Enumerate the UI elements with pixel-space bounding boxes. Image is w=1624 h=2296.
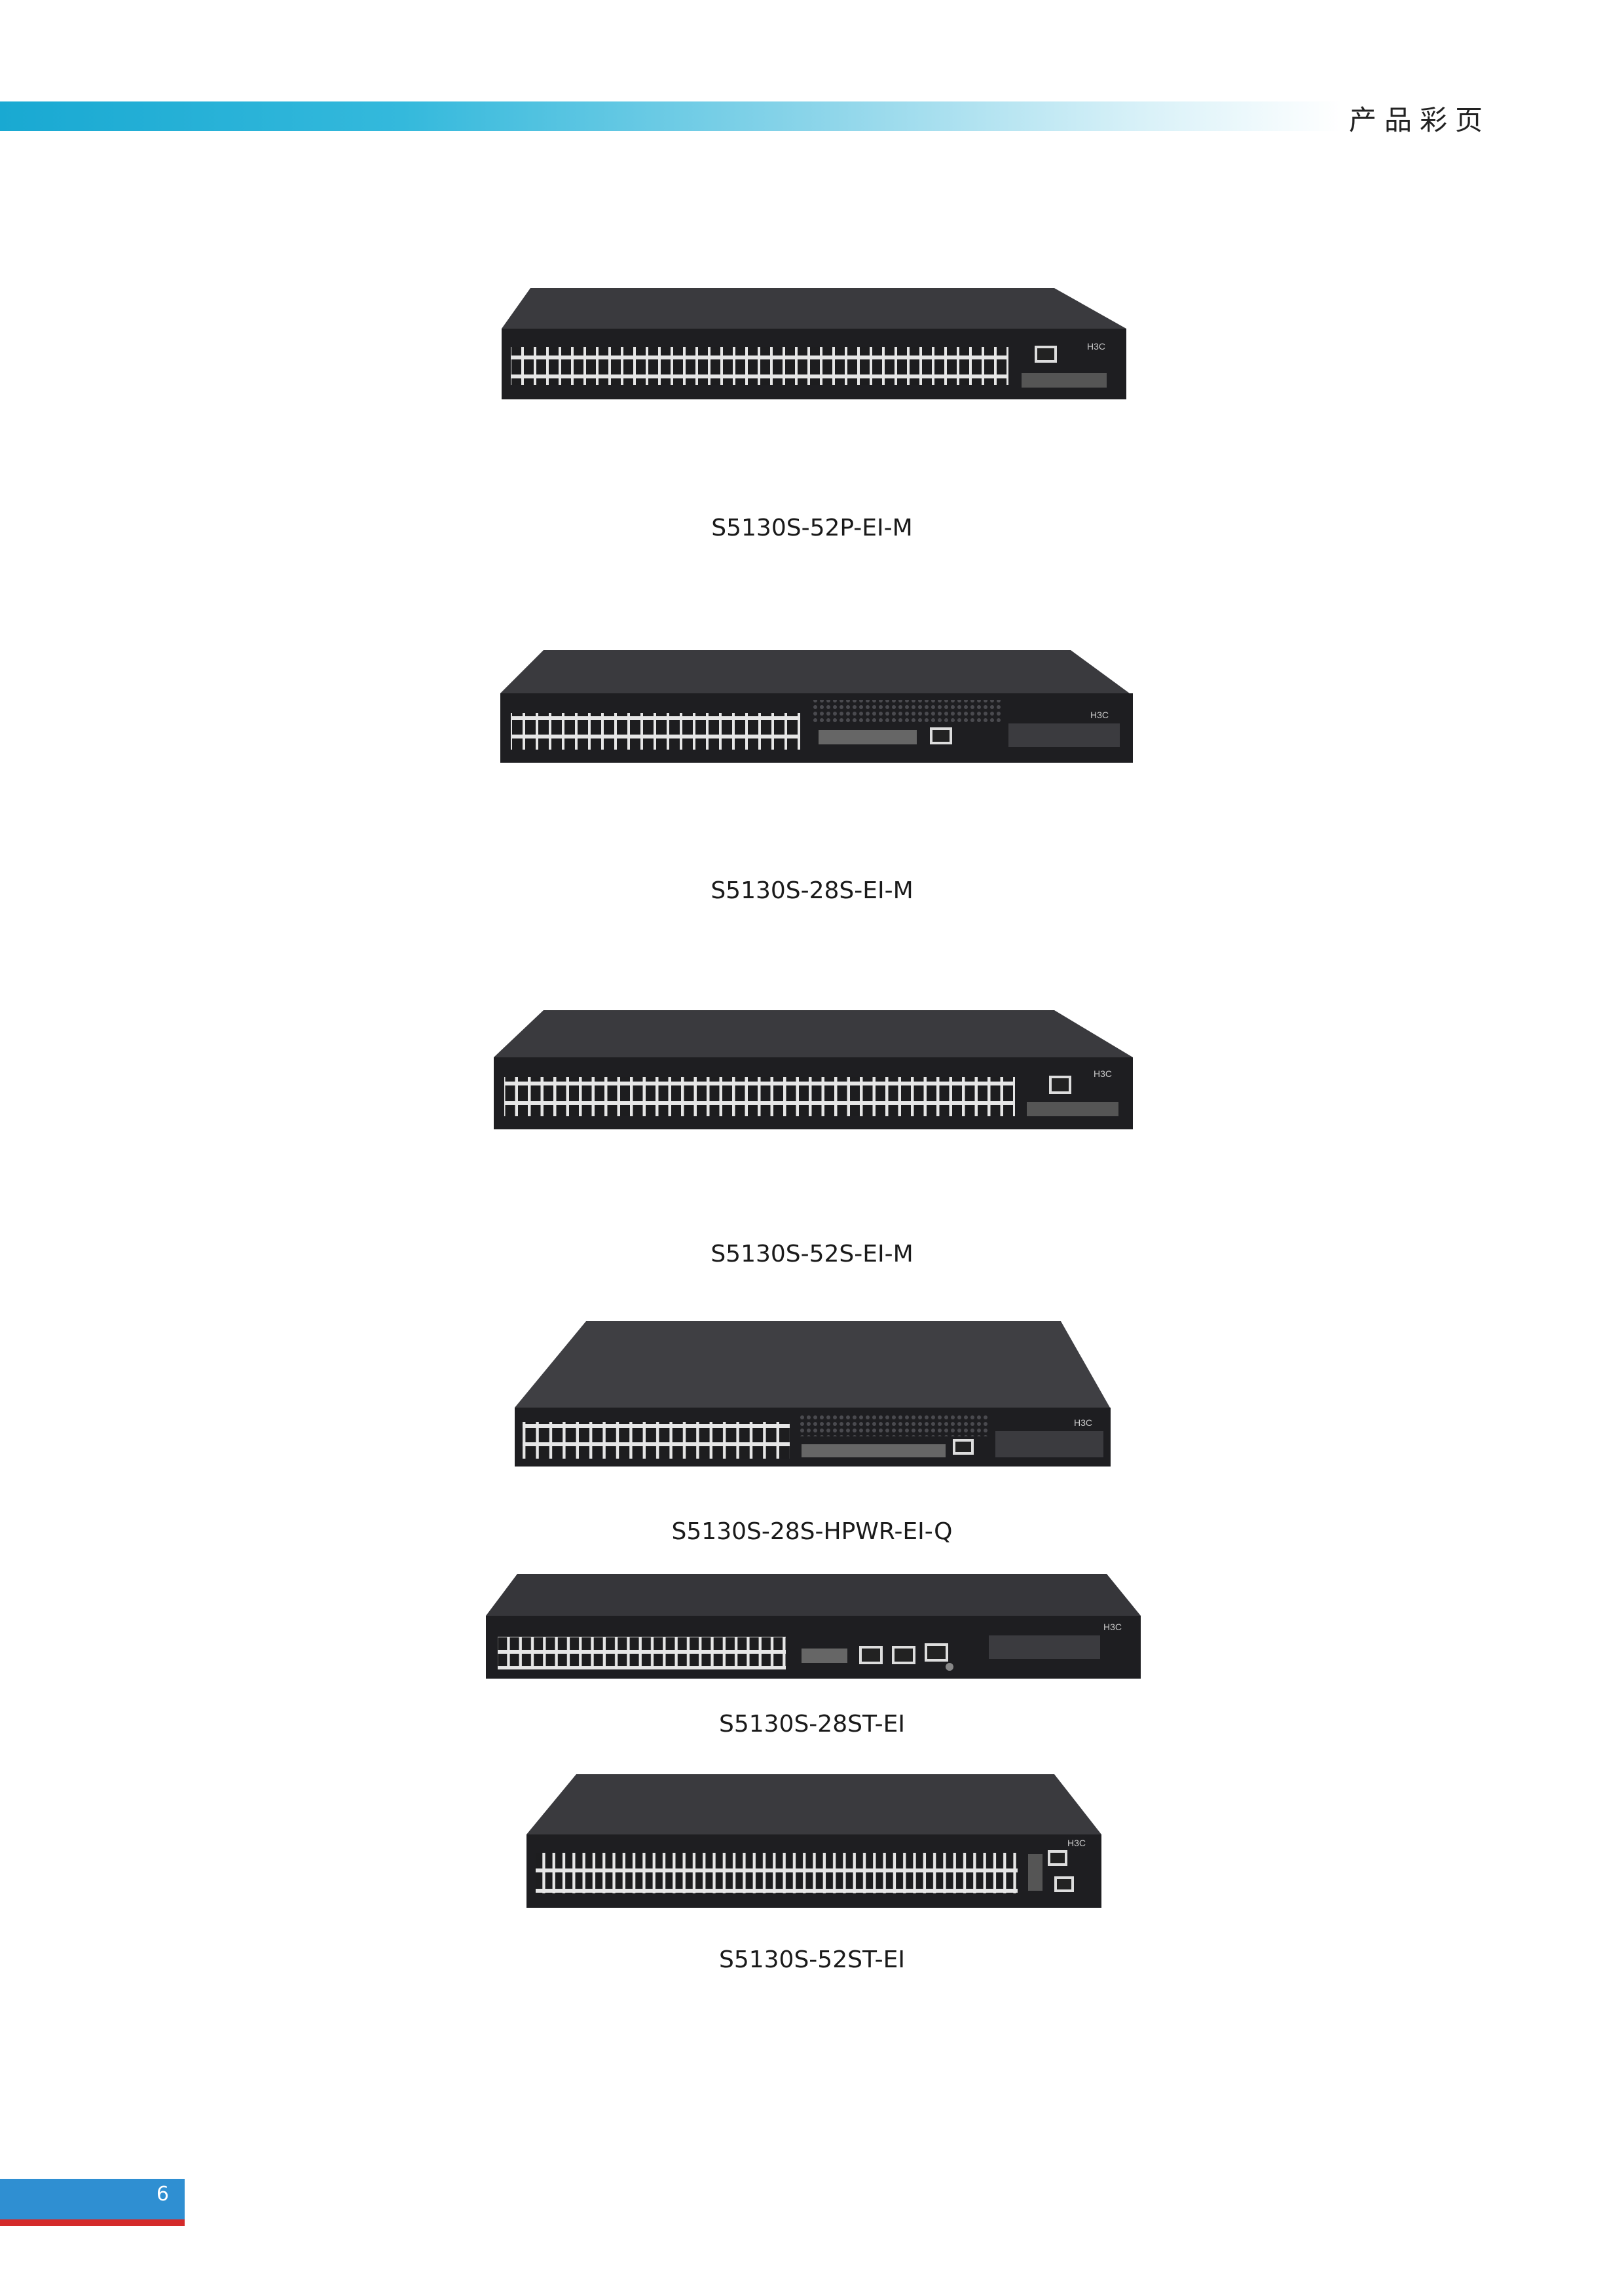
switch-image: H3C <box>494 1010 1133 1129</box>
switch-image: H3C <box>526 1774 1101 1908</box>
product-caption: S5130S-28S-EI-M <box>710 877 913 904</box>
switch-image: H3C <box>500 650 1133 763</box>
page-number: 6 <box>156 2183 169 2206</box>
switch-image: H3C <box>515 1321 1111 1467</box>
product-caption: S5130S-52S-EI-M <box>710 1241 913 1267</box>
page-tab-accent-line <box>0 2219 185 2226</box>
svg-text:H3C: H3C <box>1094 1068 1112 1079</box>
svg-text:H3C: H3C <box>1087 341 1105 352</box>
product-caption: S5130S-28S-HPWR-EI-Q <box>671 1518 953 1545</box>
svg-text:H3C: H3C <box>1067 1838 1086 1848</box>
header-gradient-bar <box>0 101 1342 131</box>
svg-text:H3C: H3C <box>1103 1622 1122 1632</box>
product-caption: S5130S-52ST-EI <box>718 1946 905 1973</box>
product-caption: S5130S-52P-EI-M <box>711 515 913 541</box>
page-number-tab <box>0 2179 185 2219</box>
switch-image: H3C <box>502 288 1126 399</box>
svg-text:H3C: H3C <box>1074 1417 1092 1428</box>
product-caption: S5130S-28ST-EI <box>718 1711 905 1738</box>
section-title: 产品彩页 <box>1349 104 1491 136</box>
svg-text:H3C: H3C <box>1090 710 1109 720</box>
switch-image: H3C <box>486 1574 1141 1679</box>
